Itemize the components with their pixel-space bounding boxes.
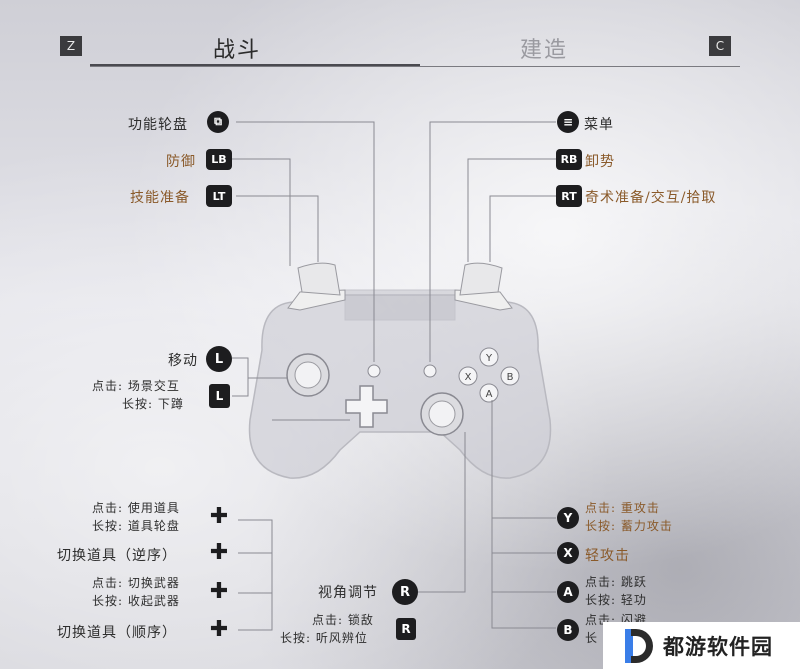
dpad-right-icon: ✚ — [209, 540, 229, 565]
rt-button-icon: RT — [556, 185, 582, 207]
a-button-icon: A — [557, 581, 579, 603]
y-tap-label: 点击: 重攻击 — [585, 501, 660, 515]
dpad-switch-reverse: 切换道具（逆序） — [57, 548, 177, 564]
dpad-left-icon: ✚ — [209, 617, 229, 642]
x-button-icon: X — [557, 542, 579, 564]
watermark-logo-icon — [625, 628, 655, 663]
dpad-down-icon: ✚ — [209, 579, 229, 604]
label-move: 移动 — [168, 353, 198, 369]
dpad-weapon-hold: 长按: 收起武器 — [92, 594, 180, 608]
left-stick-icon: L — [206, 346, 232, 372]
watermark: 都游软件园 — [603, 622, 800, 669]
dpad-weapon-tap: 点击: 切换武器 — [92, 576, 180, 590]
face-y-letter: Y — [485, 353, 493, 364]
menu-button-icon: ≡ — [557, 111, 579, 133]
watermark-text: 都游软件园 — [663, 634, 773, 659]
tab-underline — [90, 66, 740, 67]
y-button-icon: Y — [557, 507, 579, 529]
left-key-badge[interactable]: Z — [60, 36, 82, 56]
face-b-letter: B — [507, 372, 514, 383]
right-stick-tap: 点击: 锁敌 — [312, 613, 374, 627]
left-stick-tap: 点击: 场景交互 — [92, 379, 180, 393]
a-tap-label: 点击: 跳跃 — [585, 575, 647, 589]
rb-button-icon: RB — [556, 149, 582, 170]
dpad-switch-forward: 切换道具（顺序） — [57, 625, 177, 641]
dpad-up-icon: ✚ — [209, 504, 229, 529]
label-unload: 卸势 — [585, 154, 615, 170]
label-menu: 菜单 — [584, 117, 614, 133]
lt-button-icon: LT — [206, 185, 232, 207]
left-stick-press-icon: L — [209, 384, 230, 408]
tab-build[interactable]: 建造 — [520, 38, 569, 63]
tab-combat[interactable]: 战斗 — [213, 38, 262, 63]
right-stick-press-icon: R — [396, 618, 416, 640]
label-defend: 防御 — [166, 154, 196, 170]
y-hold-label: 长按: 蓄力攻击 — [585, 519, 673, 533]
function-wheel-icon: ⧉ — [207, 111, 229, 133]
dpad-use-tap: 点击: 使用道具 — [92, 501, 180, 515]
face-x-letter: X — [465, 372, 472, 383]
b-button-icon: B — [557, 619, 579, 641]
lb-button-icon: LB — [206, 149, 232, 170]
label-function-wheel: 功能轮盘 — [128, 117, 188, 133]
x-light-attack-label: 轻攻击 — [585, 548, 630, 564]
tab-underline-active — [90, 64, 420, 66]
left-stick-hold: 长按: 下蹲 — [122, 397, 184, 411]
face-a-letter: A — [486, 389, 493, 400]
dpad-use-hold: 长按: 道具轮盘 — [92, 519, 180, 533]
right-stick-icon: R — [392, 579, 418, 605]
right-stick-hold: 长按: 听风辨位 — [280, 631, 368, 645]
label-view-adjust: 视角调节 — [318, 585, 378, 601]
a-hold-label: 长按: 轻功 — [585, 593, 647, 607]
right-key-badge[interactable]: C — [709, 36, 731, 56]
b-hold-label: 长 — [585, 631, 599, 645]
label-skill-ready: 技能准备 — [130, 190, 190, 206]
label-special: 奇术准备/交互/拾取 — [585, 190, 717, 206]
